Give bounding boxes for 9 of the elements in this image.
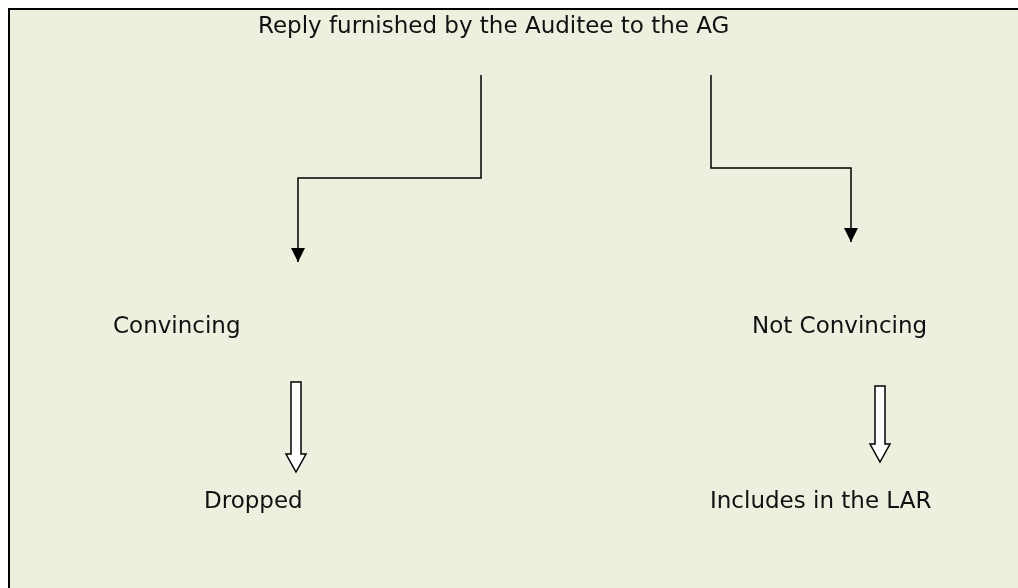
outcome-label: Not Convincing bbox=[752, 312, 928, 338]
elbow-arrow bbox=[291, 74, 482, 263]
outcome-label: Convincing bbox=[113, 312, 242, 338]
outcome-label: Dropped bbox=[204, 487, 303, 513]
elbow-arrow bbox=[710, 74, 858, 243]
outcome-label: Includes in the LAR bbox=[710, 487, 932, 513]
block-arrow bbox=[868, 385, 892, 464]
heading-text: Reply furnished by the Auditee to the AG bbox=[258, 12, 730, 38]
block-arrow bbox=[284, 381, 308, 474]
